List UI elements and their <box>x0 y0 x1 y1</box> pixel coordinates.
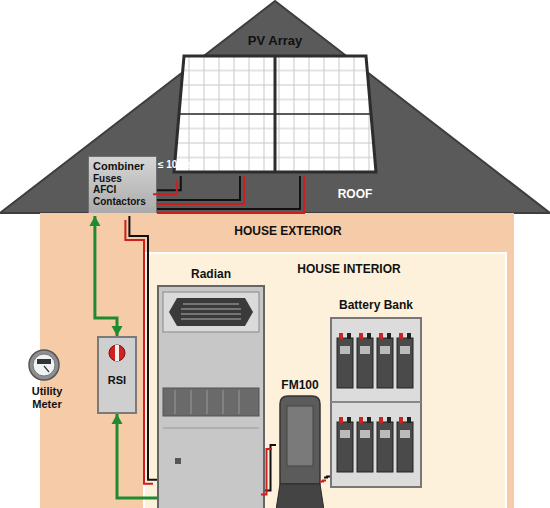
dc-wire <box>265 445 276 491</box>
dc-wire <box>157 176 304 213</box>
control-wire <box>117 414 157 498</box>
node-label: Combiner <box>93 160 152 173</box>
node-box: Battery Bank <box>330 298 422 488</box>
node-box: HOUSE INTERIOR Radian FM100 <box>143 252 507 508</box>
control-connector <box>112 414 158 498</box>
node-box: ROOF PV Array <box>0 0 550 215</box>
node-label: Utility Meter <box>22 385 72 410</box>
control-wire <box>95 216 117 336</box>
radian-body <box>157 268 265 508</box>
arrow-head <box>112 414 123 424</box>
node-box: FM100 <box>276 380 324 508</box>
dc-wire <box>320 480 326 483</box>
node-label: Battery Bank <box>339 299 413 313</box>
power-connector <box>125 216 157 484</box>
control-connector <box>89 216 122 336</box>
battery-cabinet <box>330 298 422 488</box>
node-box: PV Array <box>168 34 382 176</box>
dc-wire <box>129 216 157 480</box>
dimension-label: ≤ 10 Feet <box>158 159 201 171</box>
arrow-head <box>112 326 123 336</box>
node-box: Utility Meter <box>22 347 72 427</box>
node-label: Contactors <box>93 196 152 208</box>
dc-wire <box>153 180 177 194</box>
fm100-body <box>276 380 324 508</box>
dc-wire <box>157 176 240 200</box>
node-label: HOUSE INTERIOR <box>297 263 400 277</box>
node-box: HOUSE EXTERIOR HOUSE INTERIOR Radian FM10… <box>40 213 514 508</box>
power-connector <box>153 176 181 194</box>
power-connector <box>261 445 276 495</box>
dc-wire <box>261 449 272 495</box>
power-connector <box>320 477 330 482</box>
dc-wire <box>157 176 181 190</box>
node-label: HOUSE EXTERIOR <box>234 225 341 239</box>
node-label: Fuses <box>93 173 152 185</box>
dc-wire <box>157 176 244 204</box>
dc-wire <box>125 220 153 484</box>
meter-icon <box>22 347 68 387</box>
node-box: RSI <box>97 336 137 414</box>
node-label: PV Array <box>248 34 302 49</box>
dc-wire <box>157 176 300 209</box>
arrow-head <box>89 216 100 226</box>
node-label: FM100 <box>281 379 318 393</box>
node-label: Radian <box>191 268 231 282</box>
node-label: AFCI <box>93 184 152 196</box>
node-box: Radian <box>157 268 265 508</box>
node-label: ROOF <box>338 188 373 202</box>
dc-wire <box>324 476 330 479</box>
node-label: RSI <box>108 374 126 387</box>
pv-wires <box>157 176 304 213</box>
node-box: CombinerFusesAFCIContactors <box>88 156 157 216</box>
pv-panel <box>168 34 382 176</box>
